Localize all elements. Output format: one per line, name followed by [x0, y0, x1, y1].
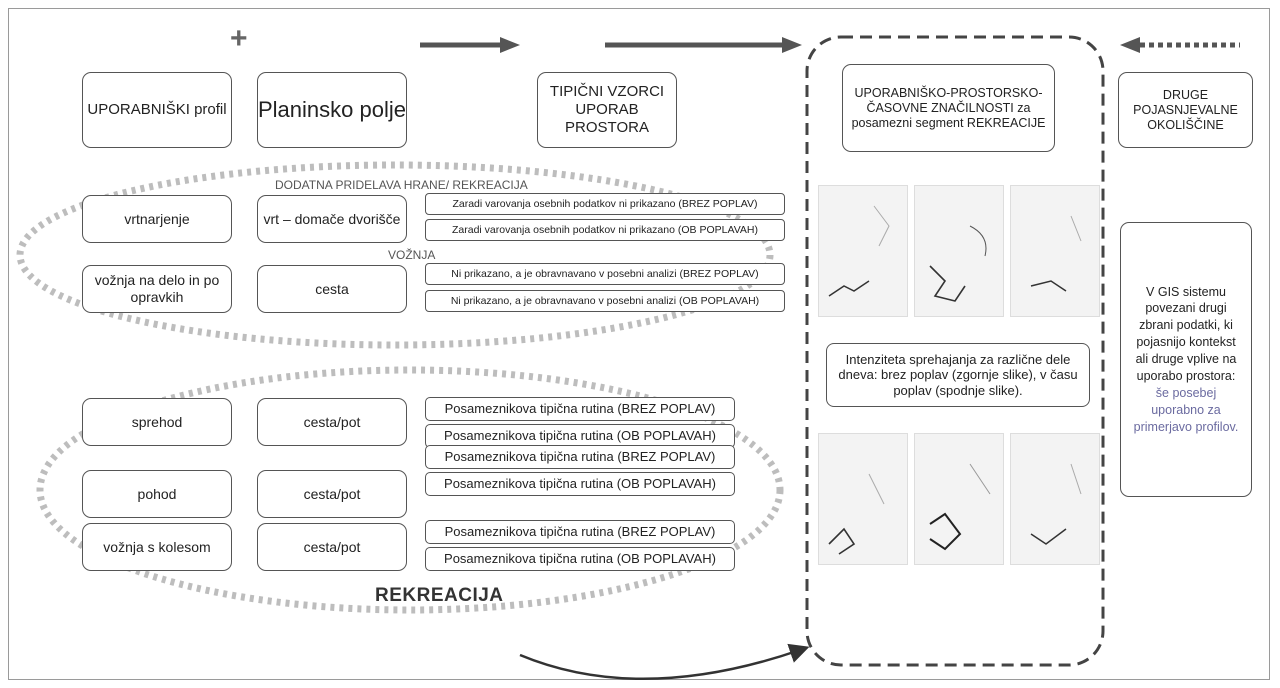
group-label-recreation: REKREACIJA [375, 585, 504, 606]
place-walk-path: cesta/pot [257, 398, 407, 446]
map-no-flood-midday [914, 185, 1004, 317]
plus-sign: + [230, 22, 248, 55]
header-patterns: TIPIČNI VZORCI UPORAB PROSTORA [537, 72, 677, 148]
pattern-cycling-no-flood: Posameznikova tipična rutina (BREZ POPLA… [425, 520, 735, 544]
place-garden: vrt – domače dvorišče [257, 195, 407, 243]
pattern-cycling-flood: Posameznikova tipična rutina (OB POPLAVA… [425, 547, 735, 571]
map-no-flood-evening [1010, 185, 1100, 317]
activity-commute: vožnja na delo in po opravkih [82, 265, 232, 313]
pattern-walk-no-flood: Posameznikova tipična rutina (BREZ POPLA… [425, 397, 735, 421]
gis-note: V GIS sistemu povezani drugi zbrani poda… [1120, 222, 1252, 497]
pattern-gardening-no-flood: Zaradi varovanja osebnih podatkov ni pri… [425, 193, 785, 215]
header-other: DRUGE POJASNJEVALNE OKOLIŠČINE [1118, 72, 1253, 148]
place-hike-path: cesta/pot [257, 470, 407, 518]
pattern-commute-flood: Ni prikazano, a je obravnavano v posebni… [425, 290, 785, 312]
pattern-hike-no-flood: Posameznikova tipična rutina (BREZ POPLA… [425, 445, 735, 469]
group-recreation-outline [36, 366, 784, 614]
map-flood-midday [914, 433, 1004, 565]
activity-walk: sprehod [82, 398, 232, 446]
group-food-driving-outline [16, 161, 774, 349]
header-characteristics: UPORABNIŠKO-PROSTORSKO-ČASOVNE ZNAČILNOS… [842, 64, 1055, 152]
header-area: Planinsko polje [257, 72, 407, 148]
group-label-driving: VOŽNJA [388, 248, 436, 262]
map-flood-evening [1010, 433, 1100, 565]
map-flood-morning [818, 433, 908, 565]
characteristics-panel [805, 35, 1105, 667]
map-no-flood-morning [818, 185, 908, 317]
arrow-patterns-to-characteristics [605, 37, 802, 53]
activity-cycling: vožnja s kolesom [82, 523, 232, 571]
place-cycle-path: cesta/pot [257, 523, 407, 571]
pattern-commute-no-flood: Ni prikazano, a je obravnavano v posebni… [425, 263, 785, 285]
header-user-profile: UPORABNIŠKI profil [82, 72, 232, 148]
activity-gardening: vrtnarjenje [82, 195, 232, 243]
pattern-walk-flood: Posameznikova tipična rutina (OB POPLAVA… [425, 424, 735, 448]
place-road: cesta [257, 265, 407, 313]
recreation-to-panel-arrow [519, 643, 810, 680]
activity-hike: pohod [82, 470, 232, 518]
map-caption: Intenziteta sprehajanja za različne dele… [826, 343, 1090, 407]
arrow-other-dotted [1120, 37, 1240, 53]
gis-note-highlight: še posebej uporabno za primerjavo profil… [1133, 385, 1239, 434]
pattern-gardening-flood: Zaradi varovanja osebnih podatkov ni pri… [425, 219, 785, 241]
pattern-hike-flood: Posameznikova tipična rutina (OB POPLAVA… [425, 472, 735, 496]
gis-note-text: V GIS sistemu povezani drugi zbrani poda… [1135, 284, 1237, 383]
group-label-food: DODATNA PRIDELAVA HRANE/ REKREACIJA [275, 178, 528, 192]
arrow-profile-to-patterns [420, 37, 520, 53]
